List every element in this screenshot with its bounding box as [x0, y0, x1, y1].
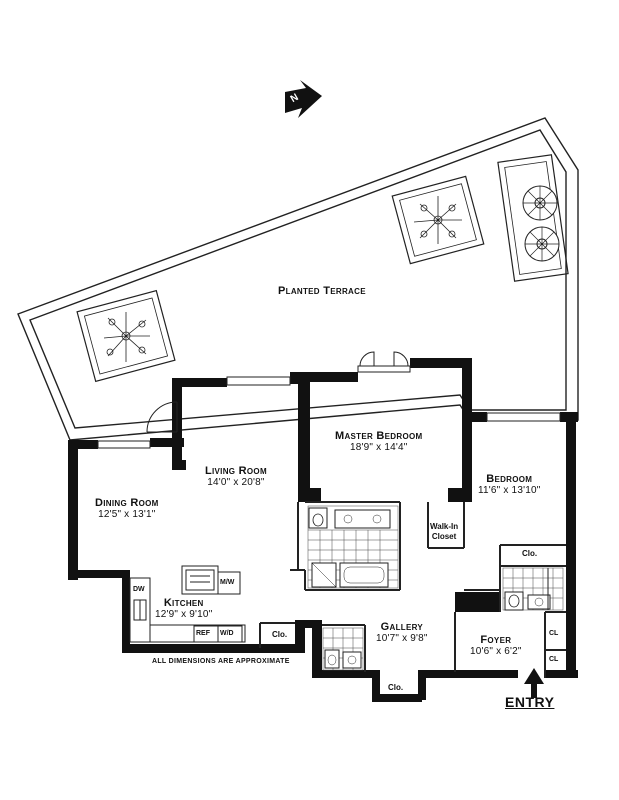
terrace-name: Planted Terrace — [278, 285, 366, 297]
dining-room-name: Dining Room — [95, 497, 159, 509]
gallery-dims: 10'7" x 9'8" — [376, 633, 428, 644]
living-room-label: Living Room 14'0" x 20'8" — [205, 465, 267, 488]
dimensions-note: ALL DIMENSIONS ARE APPROXIMATE — [152, 658, 290, 665]
master-bedroom-name: Master Bedroom — [335, 430, 423, 442]
kitchen-fixtures — [129, 565, 246, 643]
gallery-label: Gallery 10'7" x 9'8" — [376, 621, 428, 644]
kitchen-label: Kitchen 12'9" x 9'10" — [155, 597, 212, 620]
bedroom-closet-label: Clo. — [522, 549, 538, 558]
foyer-closet-1-label: CL — [549, 630, 559, 637]
gallery-closet-label: Clo. — [388, 683, 404, 692]
windows — [97, 376, 561, 449]
bedroom-label: Bedroom 11'6" x 13'10" — [478, 473, 540, 496]
north-compass — [285, 80, 322, 118]
foyer-label: Foyer 10'6" x 6'2" — [470, 634, 522, 657]
kitchen-name: Kitchen — [163, 597, 204, 609]
french-doors — [357, 351, 411, 373]
master-bedroom-dims: 18'9" x 14'4" — [350, 442, 408, 453]
foyer-closet-2-label: CL — [549, 656, 559, 663]
living-room-dims: 14'0" x 20'8" — [207, 477, 265, 488]
planter-box-left — [76, 289, 176, 383]
dining-room-label: Dining Room 12'5" x 13'1" — [95, 497, 159, 520]
kitchen-closet-label: Clo. — [272, 630, 288, 639]
planter-box-right — [497, 154, 569, 282]
kitchen-dims: 12'9" x 9'10" — [155, 609, 213, 620]
dishwasher-label: DW — [133, 586, 145, 593]
microwave-label: M/W — [220, 579, 235, 586]
refrigerator-label: REF — [196, 630, 210, 637]
bedroom-name: Bedroom — [486, 473, 533, 485]
foyer-name: Foyer — [480, 634, 512, 646]
bedroom-dims: 11'6" x 13'10" — [478, 485, 541, 496]
walk-in-line2: Closet — [431, 532, 457, 541]
master-bath — [307, 505, 399, 589]
entry-arrow — [524, 668, 544, 698]
interior-walls — [259, 501, 566, 678]
master-bedroom-label: Master Bedroom 18'9" x 14'4" — [335, 430, 422, 453]
walk-in-closet-label: Walk-In Closet — [430, 522, 458, 542]
planter-box-center — [391, 175, 485, 265]
terrace-door — [146, 401, 178, 433]
dining-room-dims: 12'5" x 13'1" — [98, 509, 156, 520]
washer-dryer-label: W/D — [220, 630, 234, 637]
bedroom-bath — [502, 567, 564, 611]
terrace-label: Planted Terrace — [278, 285, 366, 297]
foyer-dims: 10'6" x 6'2" — [470, 646, 522, 657]
walk-in-line1: Walk-In — [430, 522, 459, 531]
powder-room — [322, 627, 364, 671]
living-room-name: Living Room — [205, 465, 267, 477]
gallery-name: Gallery — [380, 621, 424, 633]
entry-label: ENTRY — [505, 694, 555, 710]
